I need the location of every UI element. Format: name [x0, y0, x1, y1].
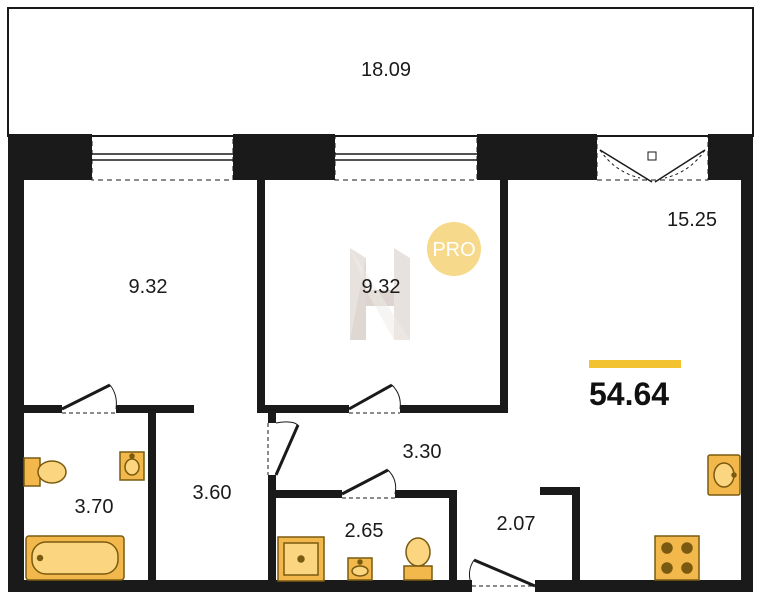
wall-top-2	[233, 134, 335, 180]
wall-bottom-right	[535, 580, 753, 592]
watermark-logo	[350, 248, 410, 340]
door-bedroom-left	[61, 383, 117, 414]
room-area-toilet: 2.65	[345, 520, 384, 542]
doors	[61, 383, 536, 588]
wall-top-3	[477, 134, 597, 180]
door-bedroom-middle	[348, 383, 401, 414]
pro-badge-text: PRO	[432, 239, 475, 261]
wall-hall-right-b	[268, 475, 276, 585]
window-left	[91, 135, 234, 181]
wall-bottom-left	[8, 580, 472, 592]
stove-icon	[654, 535, 700, 581]
balcony-door	[596, 135, 709, 183]
wall-hall-right-a	[268, 413, 276, 423]
window-middle	[334, 135, 478, 181]
wall-entry-stub-top	[540, 487, 580, 495]
pro-badge: PRO	[427, 222, 481, 276]
wall-mid-bottom-b	[400, 405, 508, 413]
fixtures	[23, 451, 741, 582]
toilet-icon	[403, 537, 433, 581]
wall-toilet-top-a	[268, 490, 342, 498]
toilet-bath-icon	[23, 457, 67, 487]
room-area-bedroom-left: 9.32	[129, 276, 168, 298]
wall-toilet-right	[449, 490, 457, 585]
wall-toilet-top-b	[395, 490, 457, 498]
wall-partition-2	[500, 180, 508, 412]
door-toilet	[341, 468, 397, 499]
walls	[8, 134, 753, 592]
total-area-bar	[589, 360, 681, 368]
windows	[91, 135, 709, 183]
wall-left	[8, 134, 24, 592]
bathtub-icon	[25, 535, 125, 581]
sink-toilet-icon	[347, 557, 373, 581]
wall-partition-1	[257, 180, 265, 412]
wall-left-bottom-a	[24, 405, 62, 413]
total-area: 54.64	[589, 376, 669, 412]
room-area-hall-left: 3.60	[193, 482, 232, 504]
wall-entry-stub	[572, 487, 580, 585]
wall-bath-right	[148, 405, 156, 585]
door-hall	[267, 421, 300, 476]
door-entrance	[468, 558, 536, 588]
sink-bath-icon	[119, 451, 145, 481]
room-area-entry-hall: 2.07	[497, 513, 536, 535]
room-area-bedroom-middle: 9.32	[362, 276, 401, 298]
wall-mid-bottom-a	[257, 405, 349, 413]
room-area-kitchen-living: 15.25	[667, 209, 717, 231]
room-area-balcony: 18.09	[361, 59, 411, 81]
kitchen-sink-icon	[707, 454, 741, 496]
shower-icon	[277, 536, 325, 582]
room-area-bathroom: 3.70	[75, 496, 114, 518]
wall-right	[741, 134, 753, 592]
room-area-corridor: 3.30	[403, 441, 442, 463]
